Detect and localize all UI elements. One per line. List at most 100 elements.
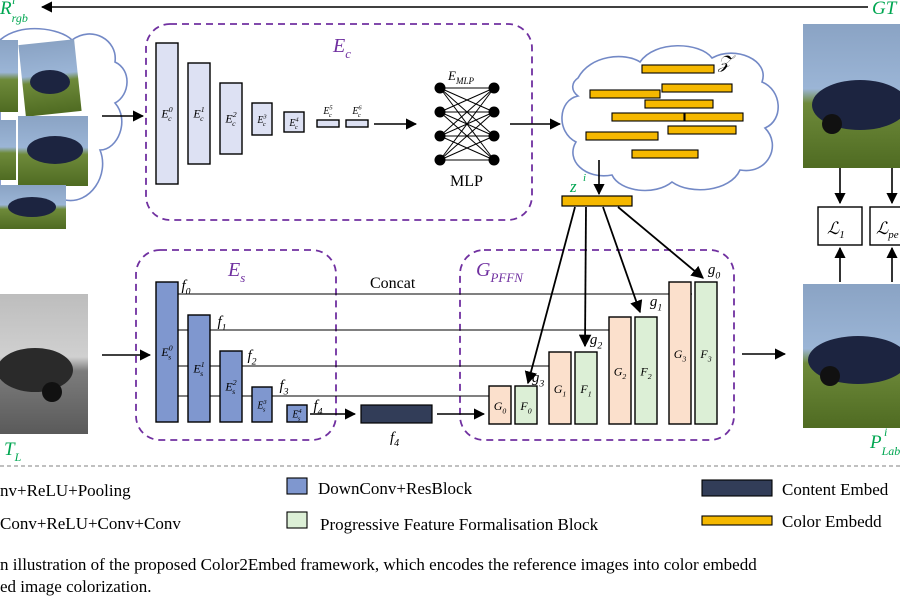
gpffn-f-label-1: F1 bbox=[579, 382, 591, 399]
gpffn-f-block-2 bbox=[634, 316, 658, 425]
f-label-0: f0 bbox=[181, 278, 190, 298]
content-embedding bbox=[360, 404, 433, 424]
z-bar-2 bbox=[661, 83, 733, 93]
z-i-embedding bbox=[561, 195, 633, 207]
t-l-label: TL bbox=[4, 439, 22, 464]
zi-to-g1-arrow bbox=[578, 206, 592, 348]
mlp-node-1-2 bbox=[488, 130, 500, 142]
g-feature-labels: g0 g1 g2 g3 bbox=[532, 262, 721, 390]
mlp-node-1-3 bbox=[488, 154, 500, 166]
gpffn-f-block-1 bbox=[574, 351, 598, 425]
ec-block-6 bbox=[345, 119, 369, 128]
f-label-3: f3 bbox=[279, 378, 288, 398]
ec-block-0 bbox=[155, 42, 179, 185]
gpffn-title: GPFFN bbox=[476, 259, 524, 285]
f-label-4: f4 bbox=[313, 398, 322, 418]
mlp-node-1-0 bbox=[488, 82, 500, 94]
reference-image-4 bbox=[0, 120, 16, 180]
z-bar-1 bbox=[589, 89, 661, 99]
z-bar-0 bbox=[641, 64, 715, 74]
gpffn-f-block-0 bbox=[514, 385, 538, 425]
concat-label: Concat bbox=[370, 275, 416, 292]
g-label-1: g1 bbox=[650, 294, 662, 314]
z-bar-5 bbox=[667, 125, 737, 135]
r-rgb-sup: i bbox=[12, 0, 15, 7]
target-grayscale-image bbox=[0, 294, 88, 434]
loss-l1-box bbox=[817, 206, 863, 246]
gpffn-f-block-3 bbox=[694, 281, 718, 425]
gpffn-f-label-0: F0 bbox=[519, 399, 531, 416]
ec-block-4 bbox=[283, 111, 305, 133]
legend-swatch-pffb bbox=[286, 511, 308, 529]
gpffn-g-label-1: G1 bbox=[554, 382, 567, 399]
zi-to-g3-arrow bbox=[617, 206, 704, 279]
z-bar-8 bbox=[684, 112, 744, 122]
gpffn-g-label-0: G0 bbox=[494, 399, 507, 416]
z-i-sup: i bbox=[583, 172, 586, 184]
loss-perceptual-label: ℒpe bbox=[876, 219, 899, 241]
p-lab-sup: i bbox=[884, 425, 887, 439]
gpffn-g-block-3 bbox=[668, 281, 692, 425]
legend: nv+ReLU+Pooling Conv+ReLU+Conv+Conv Down… bbox=[0, 477, 889, 534]
reference-image-1 bbox=[0, 40, 18, 112]
ec-block-1 bbox=[187, 62, 211, 165]
ec-block-2 bbox=[219, 82, 243, 155]
reference-images-cloud bbox=[0, 27, 128, 229]
f-label-1: f1 bbox=[217, 314, 226, 334]
es-block-1 bbox=[187, 314, 211, 423]
legend-item-pffb: Progressive Feature Formalisation Block bbox=[320, 515, 599, 534]
gpffn-g-block-1 bbox=[548, 351, 572, 425]
z-bar-3 bbox=[644, 99, 714, 109]
mlp-node-0-1 bbox=[434, 106, 446, 118]
ec-block-3 bbox=[251, 102, 273, 136]
legend-item-conv-pool: nv+ReLU+Pooling bbox=[0, 481, 131, 500]
gpffn-f-label-2: F2 bbox=[639, 365, 651, 382]
p-lab-label: PLab bbox=[869, 432, 900, 458]
emlp-label: EMLP bbox=[447, 68, 474, 86]
zi-to-g2-arrow bbox=[602, 206, 643, 314]
g-label-2: g2 bbox=[590, 332, 603, 352]
mlp-node-0-2 bbox=[434, 130, 446, 142]
z-embedding-bars bbox=[585, 64, 744, 159]
g-label-3: g3 bbox=[532, 370, 545, 390]
z-bar-7 bbox=[631, 149, 699, 159]
content-f4-label: f4 bbox=[390, 430, 399, 449]
ec-block-5 bbox=[316, 119, 340, 128]
g-label-0: g0 bbox=[708, 262, 721, 282]
mlp-node-0-0 bbox=[434, 82, 446, 94]
es-block-0 bbox=[155, 281, 179, 423]
mlp-node-1-1 bbox=[488, 106, 500, 118]
loss-perceptual-box bbox=[869, 206, 900, 246]
zi-to-g0-arrow bbox=[524, 206, 576, 385]
loss-l1-label: ℒ1 bbox=[827, 219, 845, 241]
caption-line-1: n illustration of the proposed Color2Emb… bbox=[0, 555, 757, 574]
legend-item-content: Content Embed bbox=[782, 480, 889, 499]
gt-label: GT bbox=[872, 0, 898, 19]
z-bar-4 bbox=[611, 112, 685, 122]
gt-image bbox=[803, 24, 900, 168]
z-set-label: 𝒵 bbox=[717, 52, 736, 72]
es-block-3 bbox=[251, 386, 273, 423]
r-rgb-label: Rrgb bbox=[0, 0, 28, 25]
legend-swatch-color bbox=[701, 515, 773, 526]
legend-item-downconv: DownConv+ResBlock bbox=[318, 479, 473, 498]
legend-item-conv-relu: Conv+ReLU+Conv+Conv bbox=[0, 514, 181, 533]
es-encoder-box bbox=[135, 249, 337, 441]
mlp-label: MLP bbox=[450, 173, 483, 190]
z-bar-6 bbox=[585, 131, 659, 141]
legend-item-color: Color Embedd bbox=[782, 512, 882, 531]
gpffn-g-label-3: G3 bbox=[674, 347, 687, 364]
